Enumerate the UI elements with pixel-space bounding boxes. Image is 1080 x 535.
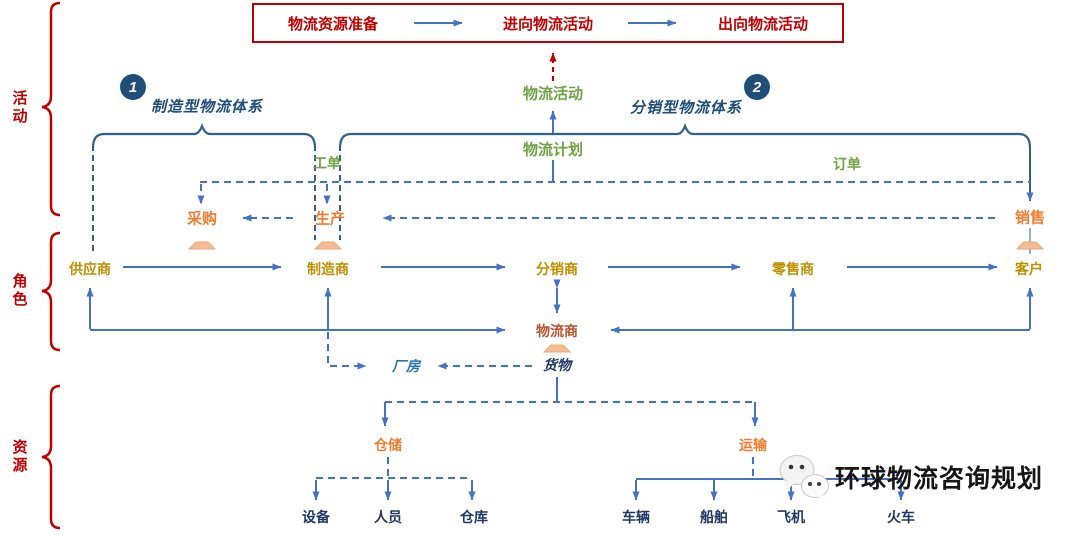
badge-1: 1 [120, 74, 146, 100]
system-braces [91, 122, 1032, 149]
distributor-label: 分销商 [536, 261, 578, 277]
warehousing-label: 仓储 [374, 437, 402, 453]
factory-label: 厂房 [392, 358, 420, 374]
sales-label: 销售 [1014, 209, 1046, 227]
aircraft-label: 飞机 [777, 509, 805, 525]
section-roles-label: 角色 [10, 273, 28, 309]
brand-watermark: 环球物流咨询规划 [775, 451, 1043, 503]
customer-label: 客户 [1015, 261, 1043, 277]
brace-descenders [92, 145, 1034, 254]
section-resources-label: 资源 [10, 439, 28, 475]
badge-2: 2 [744, 74, 770, 100]
solid-flow-lines [86, 110, 1034, 501]
equipment-label: 设备 [302, 509, 330, 525]
logistics-activity-label: 物流活动 [522, 85, 584, 103]
warehouse-label: 仓库 [460, 509, 488, 525]
sales-order-label: 订单 [833, 156, 861, 172]
inventory-mound-icons [187, 241, 1045, 353]
distribution-system-title: 分销型物流体系 [629, 99, 743, 117]
watermark-text: 环球物流咨询规划 [835, 465, 1044, 493]
staff-label: 人员 [374, 509, 402, 525]
trains-label: 火车 [887, 509, 915, 525]
work-order-label: 工单 [313, 155, 341, 171]
phase-outbound-label: 出向物流活动 [717, 15, 808, 33]
section-activities-label: 活动 [10, 90, 28, 126]
procurement-label: 采购 [186, 210, 218, 228]
production-label: 生产 [314, 210, 346, 228]
logistics-provider-label: 物流商 [536, 323, 578, 339]
right-arrow-icon [628, 19, 677, 27]
retailer-label: 零售商 [772, 261, 814, 277]
phase-prepare-label: 物流资源准备 [288, 15, 379, 33]
wechat-logo-icon [779, 455, 829, 502]
supplier-label: 供应商 [69, 261, 111, 277]
section-braces [41, 1, 61, 530]
phase-inbound-label: 进向物流活动 [502, 15, 593, 33]
transport-label: 运输 [739, 437, 767, 453]
logistics-phases-banner: 物流资源准备 进向物流活动 出向物流活动 [252, 3, 844, 43]
right-arrow-icon [413, 19, 462, 27]
logistics-plan-label: 物流计划 [522, 141, 584, 159]
goods-label: 货物 [543, 357, 571, 373]
manufacturing-system-title: 制造型物流体系 [150, 98, 264, 116]
vehicles-label: 车辆 [622, 509, 650, 525]
ships-label: 船舶 [700, 509, 728, 525]
dashed-flow-lines [197, 181, 1030, 479]
manufacturer-label: 制造商 [307, 261, 349, 277]
